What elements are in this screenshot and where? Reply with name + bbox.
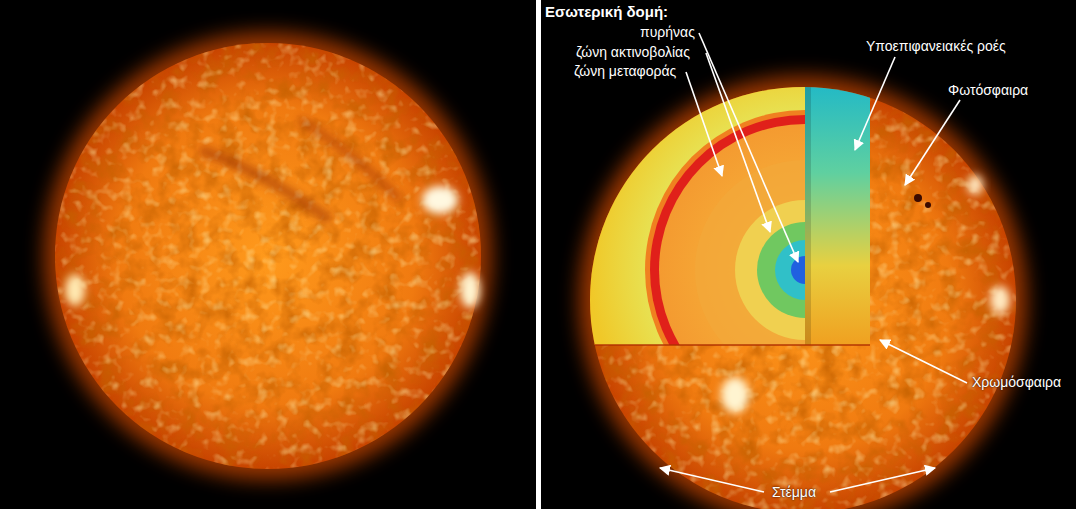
part-label: Φωτόσφαιρα: [948, 82, 1028, 98]
heading: Εσωτερική δομή:: [545, 3, 668, 20]
part-label: πυρήνας: [640, 24, 695, 40]
part-label: Υποεπιφανειακές ροές: [866, 38, 1006, 54]
part-label: ζώνη ακτινοβολίας: [576, 44, 690, 60]
part-label: ζώνη μεταφοράς: [574, 63, 676, 79]
part-label: Στέμμα: [772, 484, 816, 500]
part-label: Χρωμόσφαιρα: [972, 374, 1061, 390]
